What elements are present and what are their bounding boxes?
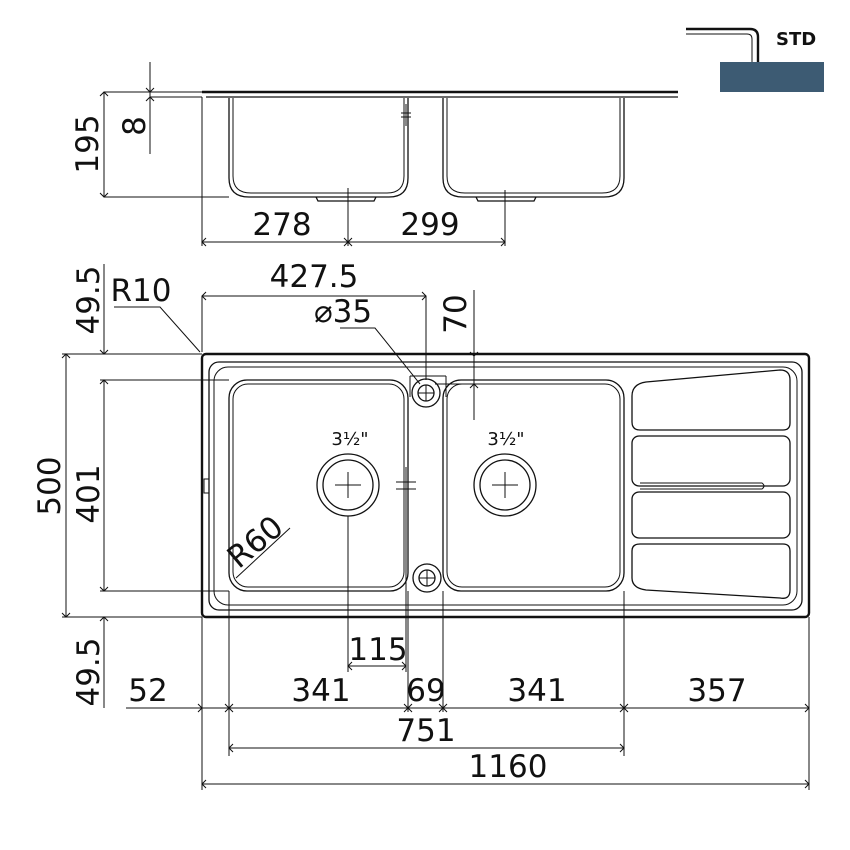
waste-left-size: 3½" [331, 429, 368, 450]
top-view: 3½" 3½" R60 R10 427.5 ⌀35 7 [32, 259, 811, 708]
side-bowl-left-inner [232, 98, 405, 194]
tap-hole-leader [340, 327, 421, 385]
waste-right: 3½" [473, 429, 537, 517]
dim-right-bowl: 341 [507, 673, 566, 709]
dim-left-bowl-offset: 278 [252, 207, 311, 243]
tap-profile-icon [686, 27, 760, 63]
bowl-depth-dim-line [99, 379, 109, 592]
overall-depth-dim-line [61, 353, 71, 618]
bottom-ext-lines [201, 591, 810, 790]
row2-dim-line [228, 743, 625, 753]
sink-rim-inner [213, 366, 798, 606]
tap-offset-dim-line [435, 290, 480, 420]
border-bottom-dim-line [99, 616, 109, 708]
vertical-ext-lines [62, 353, 229, 618]
std-label: STD [776, 29, 816, 50]
waste-right-inner [479, 459, 531, 511]
countertop-block [720, 62, 824, 92]
side-offset-arrows [201, 237, 506, 247]
right-waste-stub [475, 196, 537, 202]
tap-profile-inner [686, 33, 753, 63]
dim-tap-position: 427.5 [270, 259, 359, 295]
waste-offset-dim-line [347, 500, 407, 672]
dim-divider: 69 [406, 673, 445, 709]
drainer [631, 369, 791, 599]
row1-arrows [197, 703, 810, 713]
sink-outline [200, 352, 811, 619]
r60-leader [235, 527, 291, 579]
dim-overall-length: 1160 [469, 749, 548, 785]
drainer-groove [640, 482, 765, 490]
drainer-rib-2 [631, 435, 791, 487]
dim-border-top: 49.5 [71, 265, 107, 334]
tap-hole-cross [418, 385, 434, 401]
waste-right-outer [473, 453, 537, 517]
tap-ledge [409, 375, 447, 397]
std-badge: STD [686, 27, 824, 92]
dim-right-bowl-offset: 299 [400, 207, 459, 243]
height-dim-arrows [99, 91, 109, 198]
dim-overall-depth: 500 [32, 456, 68, 515]
waste-right-size: 3½" [487, 429, 524, 450]
overflow-cross [419, 570, 435, 586]
dim-tap-hole: ⌀35 [314, 294, 372, 330]
waste-right-cross [492, 472, 518, 498]
dim-left-bowl: 341 [291, 673, 350, 709]
side-center-mark [401, 104, 411, 126]
dim-bowls-total: 751 [396, 713, 455, 749]
bowl-right-inner [446, 383, 621, 588]
dim-flange: 8 [117, 116, 153, 136]
drainer-rib-3 [631, 491, 791, 539]
center-mark [396, 467, 416, 500]
r10-leader [114, 306, 201, 353]
drainer-rib-4 [631, 543, 791, 599]
dim-left-margin: 52 [128, 673, 167, 709]
left-waste-stub [315, 196, 377, 202]
side-offset-dim-lines [201, 97, 506, 246]
bowl-right [442, 379, 625, 592]
dim-drainer: 357 [687, 673, 746, 709]
bottom-dimensions: 52 341 69 341 357 751 1160 [126, 591, 810, 790]
side-bowl-right-inner [446, 98, 621, 194]
height-dim-line [103, 92, 229, 198]
dim-tap-offset: 70 [438, 294, 474, 333]
waste-left-inner [322, 459, 374, 511]
bowl-left [228, 379, 409, 592]
overflow-hole [412, 563, 442, 593]
dim-bowl-radius: R60 [221, 509, 291, 576]
side-view: 195 8 278 299 [70, 62, 678, 247]
side-bowl-right [442, 98, 625, 198]
overflow-slot [203, 478, 210, 494]
dim-waste-offset: 115 [348, 632, 407, 668]
side-bowl-left [228, 98, 409, 198]
waste-left-cross [335, 472, 361, 498]
drainer-rib-1 [631, 369, 791, 431]
tap-position-dim-line [201, 291, 427, 380]
border-top-dim-line [99, 264, 109, 355]
row3-dim-line [201, 779, 810, 789]
flange-dim-line [145, 62, 202, 154]
waste-left: 3½" [316, 429, 380, 517]
dim-border-bottom: 49.5 [71, 637, 107, 706]
bowl-left-inner [232, 383, 405, 588]
dim-corner-radius: R10 [111, 273, 172, 309]
dim-bowl-depth: 401 [71, 464, 107, 523]
dim-height: 195 [70, 114, 106, 173]
